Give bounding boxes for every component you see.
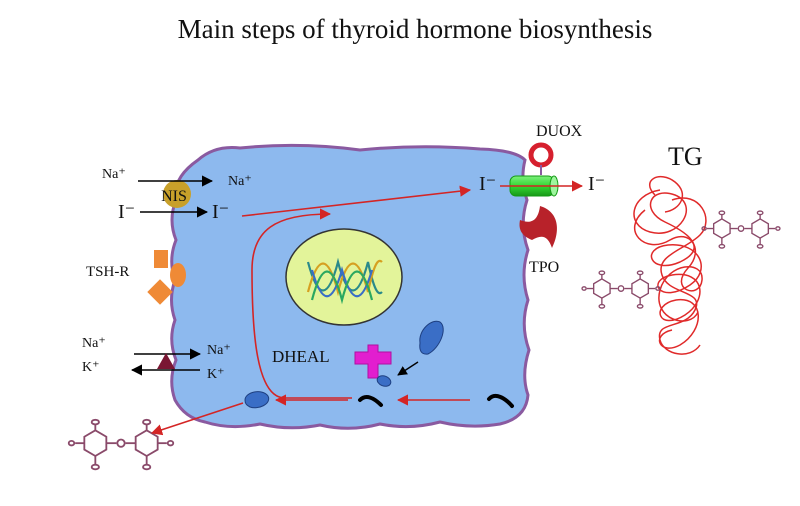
colloid-vesicle-small — [376, 375, 392, 387]
nis-label: NIS — [161, 188, 187, 205]
nis-transporter-icon — [163, 180, 191, 208]
iodide-inside-label: I⁻ — [212, 201, 229, 223]
released-vesicle — [244, 391, 270, 409]
dna-helix-icon — [306, 257, 383, 305]
iodide-transport-arrow — [241, 185, 472, 217]
na-k-pump-icon — [157, 353, 175, 369]
tg-fragment-inside — [358, 395, 383, 407]
iodide-outside-label: I⁻ — [118, 201, 135, 223]
nucleus — [285, 228, 403, 326]
thyroid-hormone-structure-icon-3 — [67, 418, 175, 471]
duox-ring-icon — [528, 142, 554, 175]
tsh-receptor-icon — [147, 250, 186, 305]
tsh-receptor-label: TSH-R — [86, 264, 129, 280]
thyroid-hormone-structure-icon-2 — [581, 270, 661, 309]
thyroid-hormone-structure-icon-1 — [701, 210, 781, 249]
pump-potassium-inside-label: K⁺ — [207, 367, 225, 382]
colloid-vesicle-large — [419, 320, 444, 355]
pump-sodium-inside-label: Na⁺ — [207, 343, 231, 358]
thyroglobulin-coil-icon — [633, 176, 707, 355]
pump-potassium-outside-label: K⁺ — [82, 360, 100, 375]
tg-label: TG — [668, 142, 703, 171]
dheal-cross-icon — [354, 344, 392, 379]
vesicle-to-dheal-arrow — [397, 361, 419, 376]
recycle-curve-arrow — [251, 208, 352, 399]
sodium-inside-label: Na⁺ — [228, 174, 252, 189]
diagram-title: Main steps of thyroid hormone biosynthes… — [178, 14, 653, 44]
duox-label: DUOX — [536, 123, 583, 140]
sodium-outside-label: Na⁺ — [102, 167, 126, 182]
dheal-label: DHEAL — [272, 347, 330, 366]
tg-fragment-outside — [487, 394, 514, 408]
apical-iodide-outside-label: I⁻ — [588, 173, 605, 195]
pump-sodium-outside-label: Na⁺ — [82, 336, 106, 351]
hormone-release-arrow — [150, 402, 244, 436]
nis-transporter: NIS — [161, 180, 191, 208]
apical-iodide-inside-label: I⁻ — [479, 173, 496, 195]
tpo-label: TPO — [529, 259, 559, 276]
tpo-enzyme-icon — [519, 206, 557, 248]
